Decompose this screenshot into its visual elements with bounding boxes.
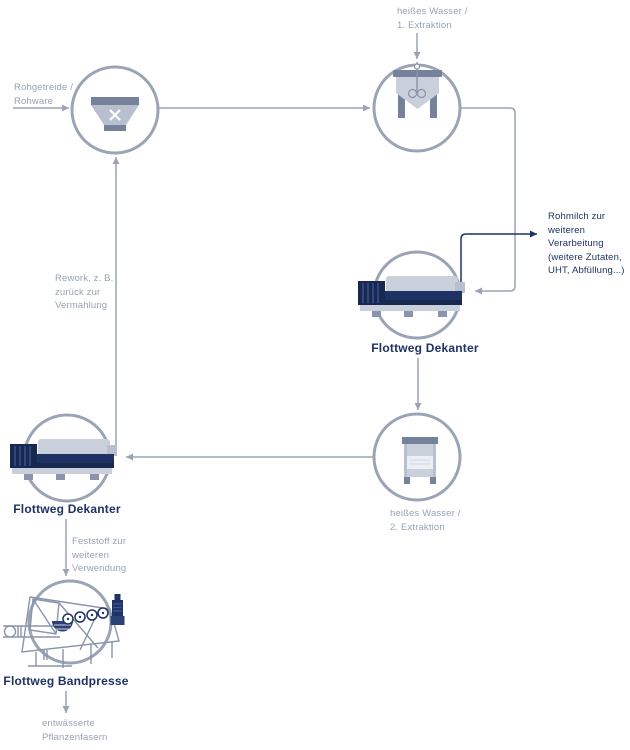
agitator-tank-icon	[393, 62, 442, 118]
decanter-left-node	[9, 413, 118, 503]
mill-hopper-icon	[91, 97, 139, 131]
decanter-centrifuge-icon	[357, 275, 466, 318]
hot-water-2-label: heißes Wasser / 2. Extraktion	[390, 508, 461, 533]
belt-press-icon	[3, 594, 125, 668]
belt-press-label: Flottweg Bandpresse	[3, 674, 129, 688]
hot-water-1-label: heißes Wasser / 1. Extraktion	[397, 6, 468, 31]
decanter-right-node	[357, 250, 466, 340]
decanter-right-label: Flottweg Dekanter	[371, 341, 479, 355]
flow-arrow-raw-milk-out	[460, 230, 537, 291]
raw-material-label: Rohgetreide / Rohware	[14, 82, 73, 107]
rework-label: Rework, z. B. zurück zur Vermahlung	[55, 273, 114, 311]
extraction-tank-icon	[402, 437, 438, 484]
raw-milk-label: Rohmilch zur weiteren Verarbeitung (weit…	[548, 211, 625, 276]
extraction-tank-node	[372, 412, 462, 502]
mixing-tank-node	[372, 62, 462, 153]
flow-arrow-tank-to-decanter-right	[460, 107, 516, 295]
solids-label: Feststoff zur weiteren Verwendung	[72, 536, 127, 574]
belt-press-node	[3, 579, 125, 668]
fibers-label: entwässerte Pflanzenfasern	[42, 718, 108, 743]
decanter-centrifuge-icon	[9, 438, 118, 481]
mill-node	[70, 65, 160, 155]
decanter-left-label: Flottweg Dekanter	[13, 502, 121, 516]
